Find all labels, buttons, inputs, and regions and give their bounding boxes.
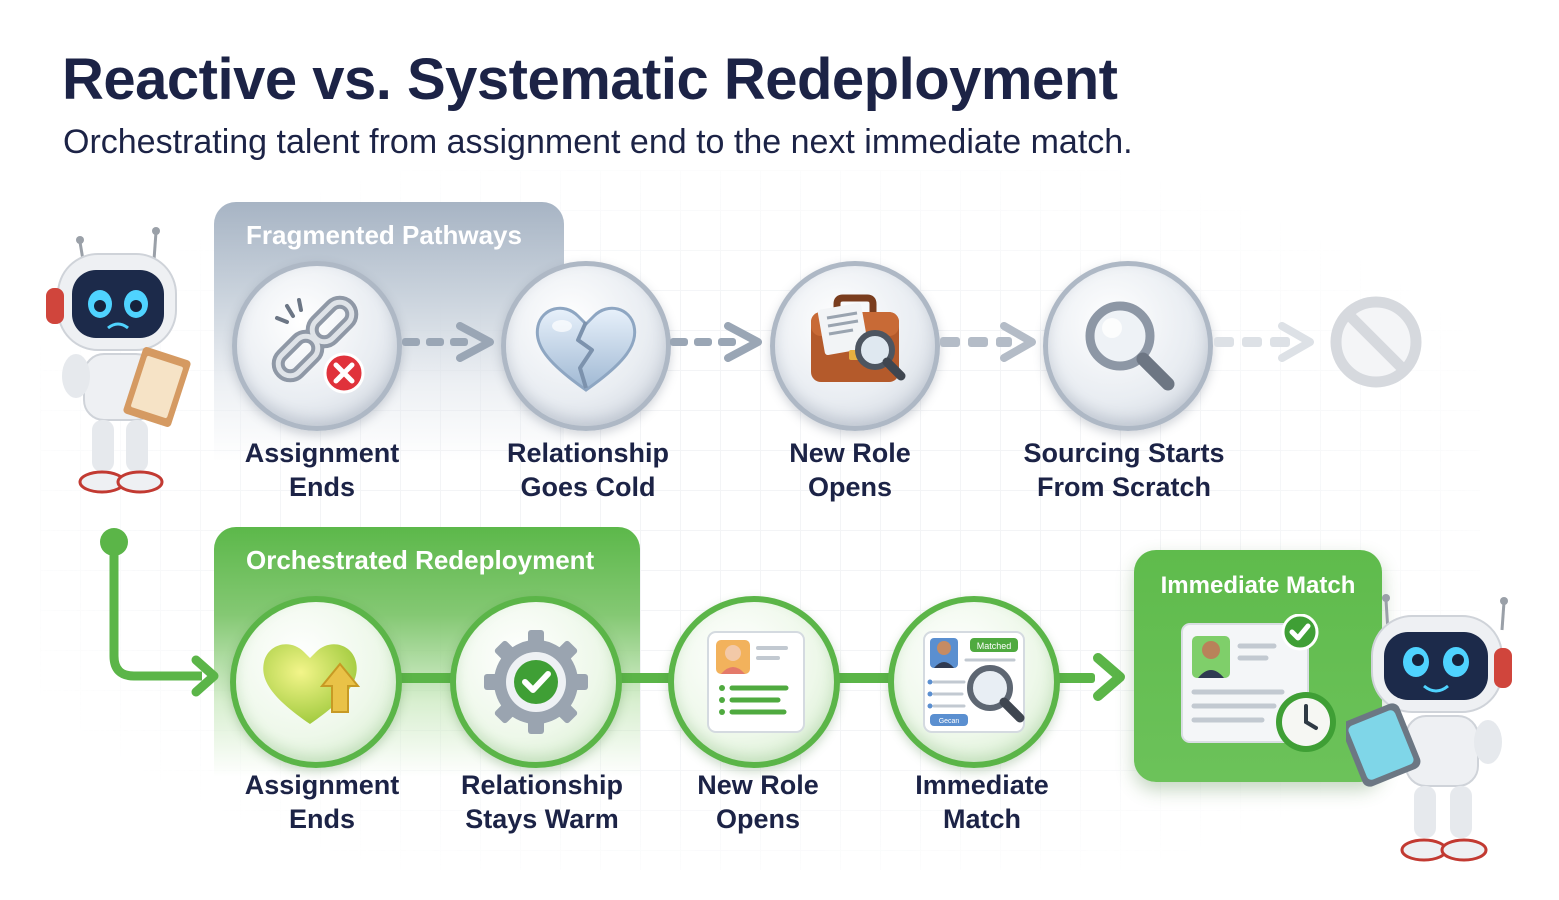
dashed-arrow-3 [940, 322, 1036, 362]
magnifier-node [1043, 261, 1213, 431]
fragmented-step-4-label: Sourcing Starts From Scratch [1023, 438, 1225, 502]
gear-check-node [450, 596, 622, 768]
orchestrated-step-4-label: Immediate Match [915, 770, 1049, 834]
prohibited-icon [1326, 292, 1426, 392]
broken-heart-icon [535, 306, 637, 392]
broken-chain-icon [271, 295, 365, 394]
green-arrow-to-match [1090, 652, 1130, 702]
immediate-match-card-label: Immediate Match [1160, 572, 1356, 599]
dashed-arrow-4 [1214, 322, 1314, 362]
briefcase-node [770, 261, 940, 431]
briefcase-search-icon [811, 294, 906, 382]
profile-check-clock-icon [1181, 614, 1336, 752]
broken-arrow-1 [402, 322, 494, 362]
broken-chain-node [232, 261, 402, 431]
immediate-match-card: Immediate Match [1134, 550, 1382, 782]
profile-card-icon [707, 631, 805, 733]
matched-profile-icon: Matched Gecan [923, 631, 1025, 733]
orchestrated-panel-label: Orchestrated Redeployment [246, 545, 595, 575]
fragmented-panel-label: Fragmented Pathways [246, 220, 522, 250]
page-subtitle: Orchestrating talent from assignment end… [63, 123, 1133, 161]
heart-up-icon [263, 644, 361, 724]
matched-badge: Matched [977, 641, 1012, 651]
broken-heart-node [501, 261, 671, 431]
orchestrated-step-2-label: Relationship Stays Warm [460, 770, 623, 834]
card-button-text: Gecan [939, 718, 960, 725]
elbow-arrow [96, 526, 226, 706]
gear-check-icon [484, 630, 588, 734]
fragmented-step-3-label: New Role Opens [789, 438, 911, 502]
sad-robot-illustration [36, 226, 206, 501]
page-title: Reactive vs. Systematic Redeployment [62, 47, 1118, 112]
magnifier-icon [1085, 301, 1175, 391]
orchestrated-step-1-label: Assignment Ends [244, 770, 400, 834]
happy-robot-illustration [1341, 592, 1522, 872]
orchestrated-step-3-label: New Role Opens [697, 770, 819, 834]
fragmented-step-1-label: Assignment Ends [244, 438, 400, 502]
fragmented-step-2-label: Relationship Goes Cold [506, 438, 669, 502]
matched-profile-node: Matched Gecan [888, 596, 1060, 768]
broken-arrow-2 [670, 322, 762, 362]
heart-up-node [230, 596, 402, 768]
profile-card-node [668, 596, 840, 768]
